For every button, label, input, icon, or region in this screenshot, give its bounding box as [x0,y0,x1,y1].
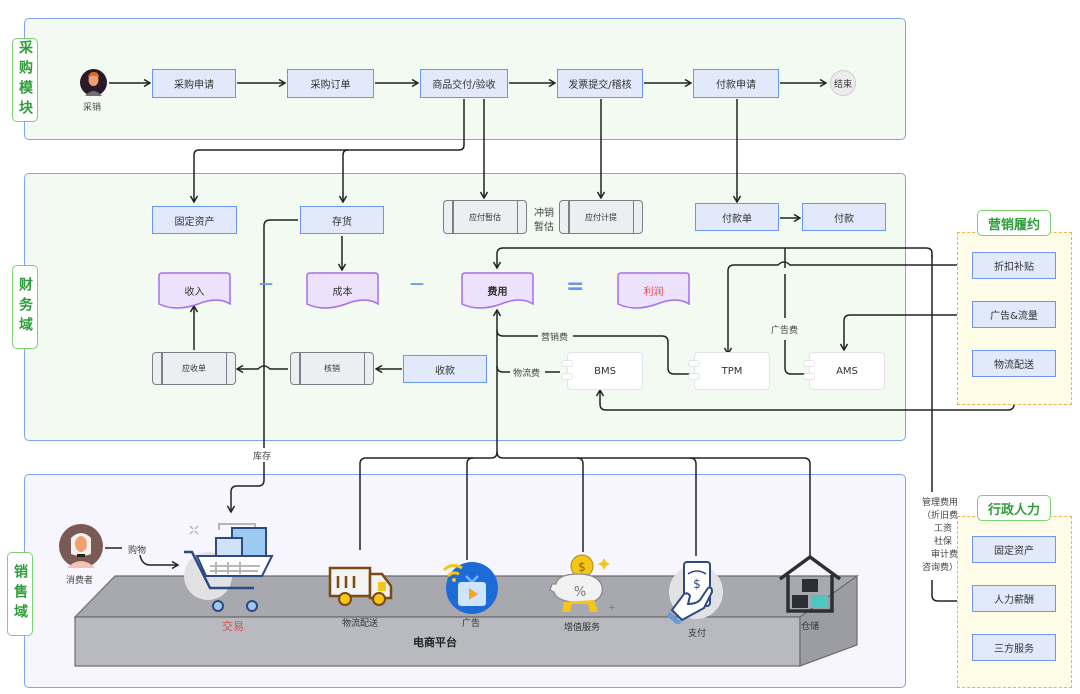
system-ams[interactable]: AMS [803,352,885,390]
receivable-box[interactable]: 应收单 [152,352,236,385]
lane-label-finance: 财务域 [12,265,38,349]
shopping-cart-icon[interactable] [180,516,275,616]
warehouse-icon[interactable] [778,554,842,615]
marketing-item-discount-subsidy[interactable]: 折扣补贴 [972,252,1056,279]
mgmt-fee-line: 审计费 [930,550,958,560]
admin-item-hr-payroll[interactable]: 人力薪酬 [972,585,1056,612]
minus-operator-2: — [410,276,424,292]
profit-doc[interactable]: 利润 [617,272,690,310]
marketing-title: 营销履约 [977,210,1051,236]
actor-procurement-label: 采销 [83,103,102,113]
inventory-box[interactable]: 存货 [300,206,384,234]
tv-ad-icon[interactable] [442,560,498,614]
admin-item-third-party-services[interactable]: 三方服务 [972,634,1056,661]
mgmt-fee-line: 咨询费） [921,563,958,573]
step-invoice-submission-audit[interactable]: 发票提交/稽核 [557,69,643,98]
expense-doc[interactable]: 费用 [461,272,534,310]
marketing-item-logistics[interactable]: 物流配送 [972,350,1056,377]
marketing-item-ad-traffic[interactable]: 广告&流量 [972,301,1056,328]
payment-box[interactable]: 付款 [802,203,886,231]
system-ams-label: AMS [836,365,858,377]
end-node[interactable]: 结束 [830,70,856,96]
cost-label: 成本 [332,287,353,298]
payment-order-box[interactable]: 付款单 [695,203,779,231]
system-bms-label: BMS [594,365,616,377]
payable-accrual-box[interactable]: 应付计提 [559,200,643,234]
step-payment-request[interactable]: 付款申请 [693,69,779,98]
mgmt-fee-line: 社保 [933,537,952,547]
service-label-payment: 支付 [687,629,707,639]
income-label: 收入 [184,287,205,298]
svg-text:$: $ [693,577,701,591]
payable-estimate-box[interactable]: 应付暂估 [443,200,527,234]
stock-label: 库存 [253,452,272,462]
service-label-ad: 广告 [461,619,481,629]
fixed-assets-box[interactable]: 固定资产 [152,206,237,234]
collection-box[interactable]: 收款 [403,355,487,383]
svg-text:$: $ [578,560,586,574]
system-bms[interactable]: BMS [561,352,643,390]
mobile-pay-icon[interactable]: $ [666,558,726,626]
svg-text:+: + [608,603,616,613]
mgmt-fee-line: （折旧费 [921,511,958,521]
svg-text:%: % [574,585,586,600]
lane-label-procurement: 采购模块 [12,38,38,122]
cost-doc[interactable]: 成本 [306,272,379,310]
actor-procurement-avatar [80,69,107,96]
mgmt-fee-label: 管理费用 （折旧费 工资 社保 审计费 咨询费） [912,497,958,575]
shopping-label: 购物 [128,546,147,556]
mgmt-fee-line: 管理费用 [921,498,958,508]
step-purchase-request[interactable]: 采购申请 [152,69,236,98]
ad-fee-label: 广告费 [771,326,799,336]
consumer-label: 消费者 [66,576,94,586]
consumer-avatar [59,524,103,568]
offset-label-2: 暂估 [534,222,554,233]
logistics-fee-label: 物流费 [513,369,541,379]
profit-label: 利润 [643,287,664,298]
expense-label: 费用 [487,287,508,298]
mgmt-fee-line: 工资 [933,524,952,534]
income-doc[interactable]: 收入 [158,272,231,310]
service-label-trade: 交易 [222,620,244,633]
service-label-warehouse: 仓储 [800,622,820,632]
step-goods-delivery-acceptance[interactable]: 商品交付/验收 [420,69,508,98]
write-off-box[interactable]: 核销 [290,352,374,385]
equals-operator: = [566,274,585,299]
system-tpm[interactable]: TPM [688,352,770,390]
delivery-truck-icon[interactable] [328,564,394,608]
offset-label-1: 冲销 [534,208,554,219]
lane-label-sales: 销售域 [7,552,33,636]
system-tpm-label: TPM [721,365,743,377]
piggy-bank-icon[interactable]: $ % + [548,554,616,618]
ecommerce-platform-label: 电商平台 [413,636,457,649]
minus-operator-1: — [259,276,273,292]
step-purchase-order[interactable]: 采购订单 [287,69,374,98]
marketing-fee-label: 营销费 [541,333,569,343]
service-label-value-added: 增值服务 [563,623,601,633]
admin-title: 行政人力 [977,495,1051,521]
service-label-logistics: 物流配送 [341,619,379,629]
admin-item-fixed-assets[interactable]: 固定资产 [972,536,1056,563]
